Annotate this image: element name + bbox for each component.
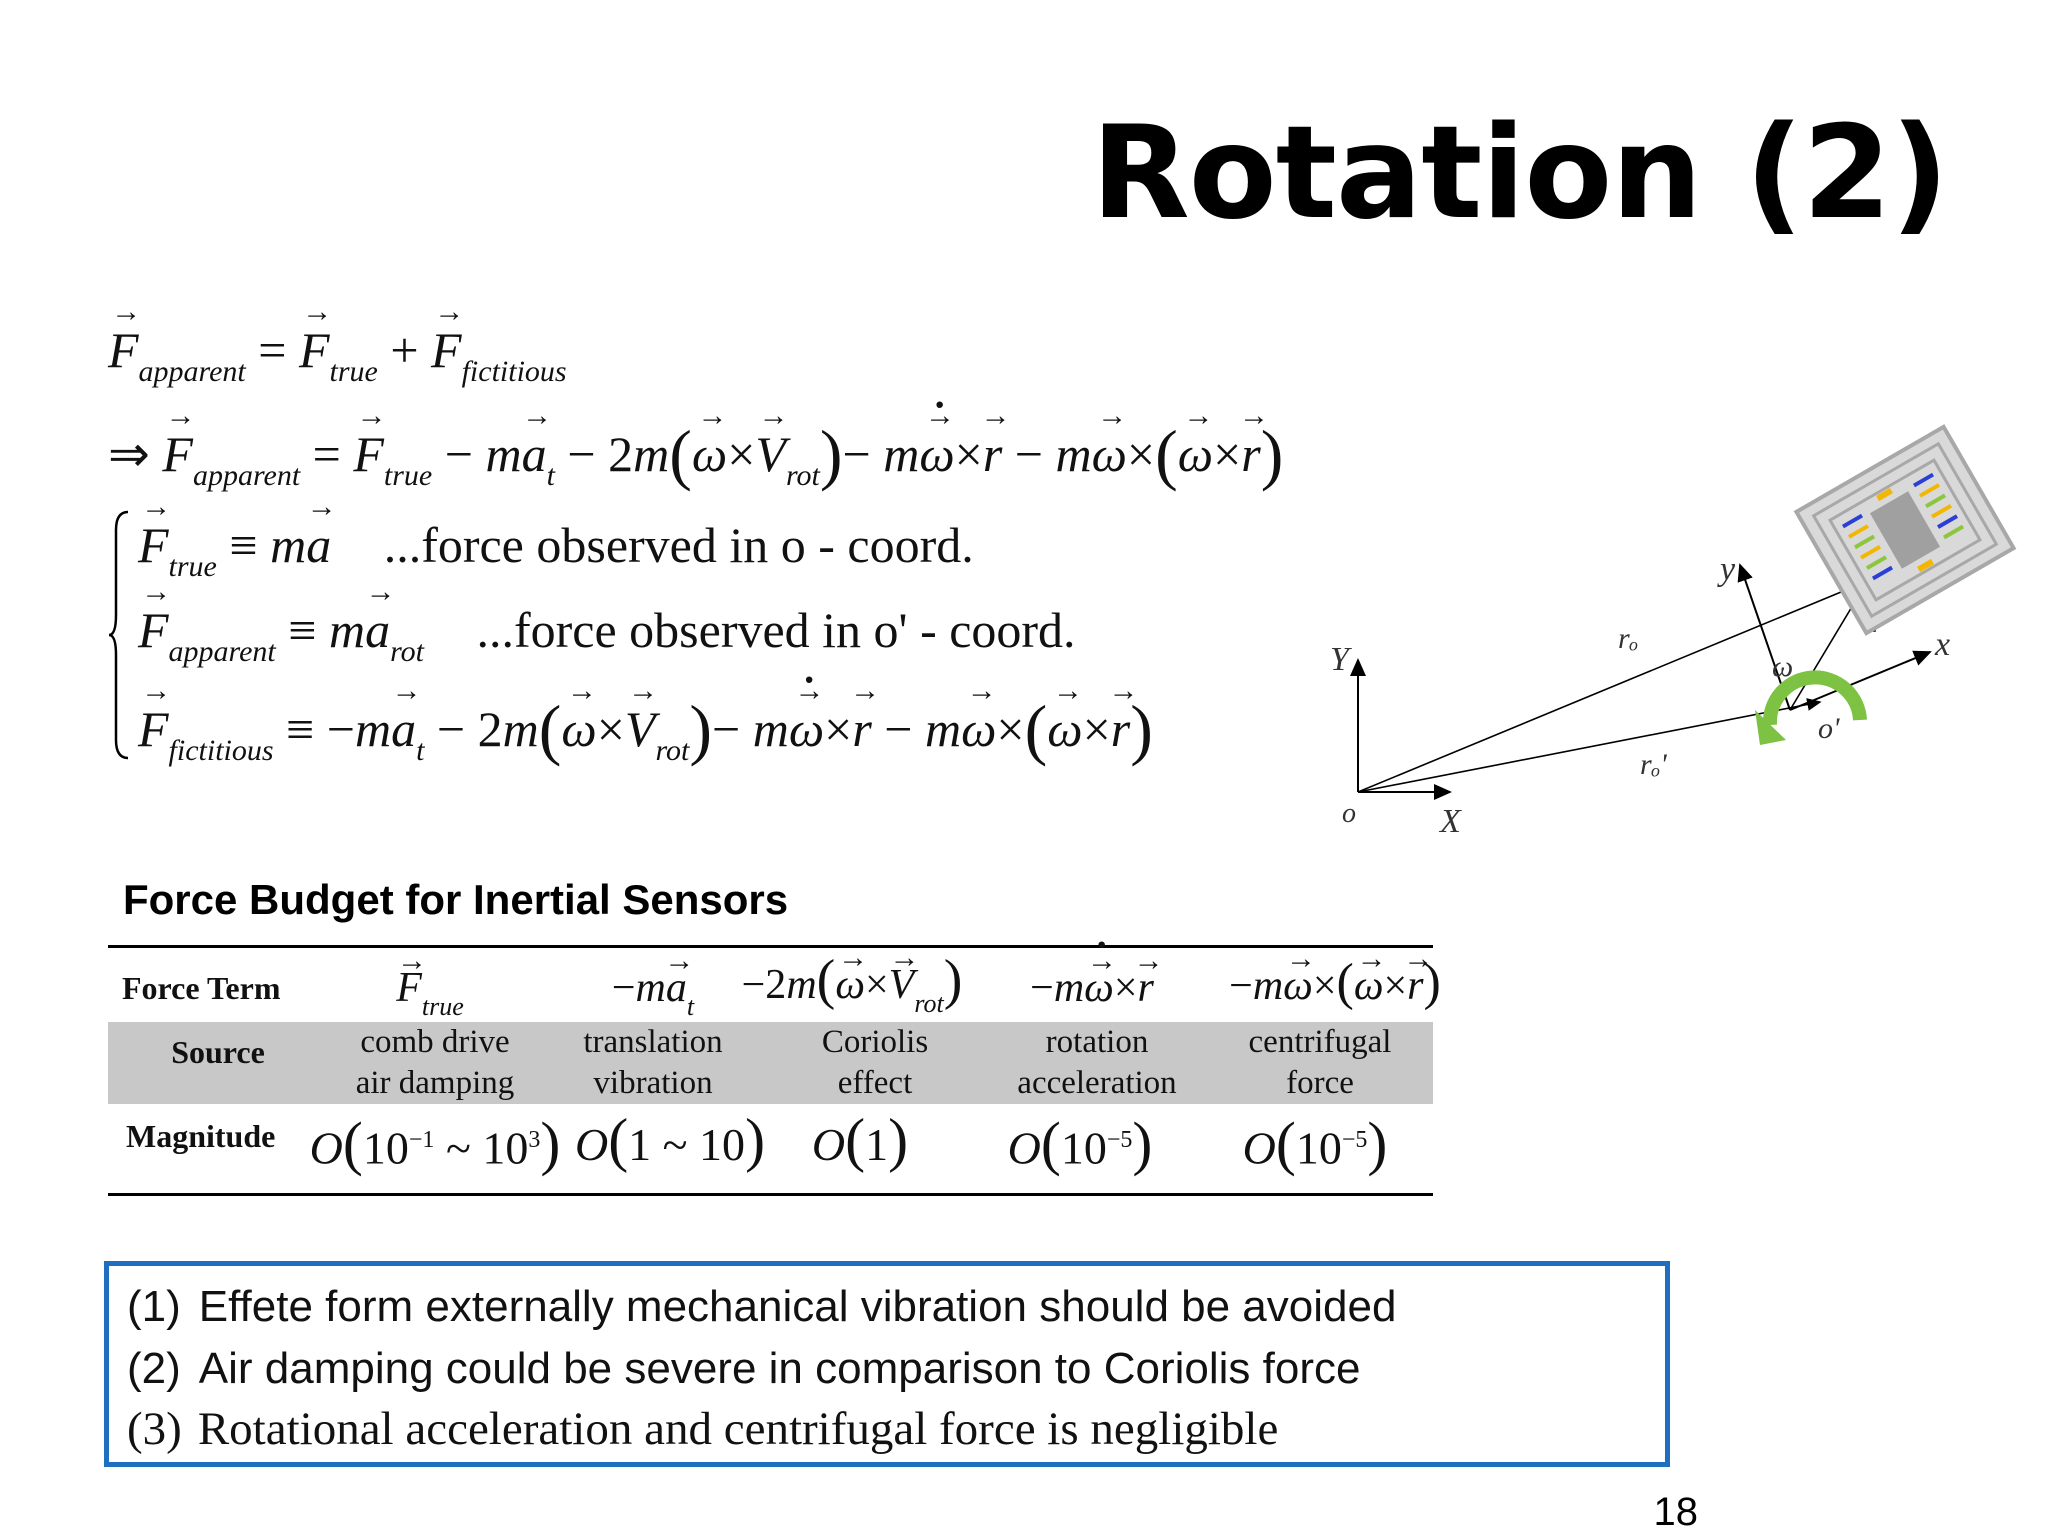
label-omega: ω (1772, 650, 1793, 683)
mems-gyroscope-chip-icon (1793, 424, 2017, 636)
equation-apparent-force-expansion: ⇒ Fapparent = Ftrue − mat − 2m(ω×Vrot)− … (108, 420, 1283, 491)
rotating-frame-diagram: Y X o rₒ rₒ' y x r ω o' (1330, 424, 2017, 840)
row-header-source: Source (171, 1034, 265, 1070)
vector-r-o (1357, 578, 1872, 793)
axis-label-X: X (1438, 803, 1462, 840)
table-source-row-shade (108, 1022, 1433, 1104)
conclusions-box (104, 1261, 1670, 1467)
row-header-magnitude: Magnitude (126, 1118, 276, 1154)
equation-apparent-force-note: ...force observed in o' - coord. (476, 602, 1076, 658)
magnitude-translation: O(1 ~ 10) (574, 1107, 766, 1173)
vector-r-o-prime (1357, 698, 1822, 793)
force-term-coriolis: −2m(ω×Vrot) (722, 952, 982, 1024)
note-item-1: (1)Effete form externally mechanical vib… (127, 1282, 1397, 1331)
equation-true-force-note: ...force observed in o - coord. (383, 517, 974, 573)
force-budget-title: Force Budget for Inertial Sensors (123, 876, 789, 923)
fixed-frame-axes (1350, 658, 1452, 800)
table-top-rule (108, 945, 1433, 948)
axis-label-Y: Y (1330, 641, 1352, 678)
equation-system-brace (108, 510, 129, 760)
magnitude-rotation: O(10−5) (1007, 1110, 1153, 1177)
force-term-centrifugal: −mω×(ω×r) (1200, 957, 1470, 1009)
force-term-translation: −mat (548, 967, 758, 1027)
magnitude-true: O(10−1 ~ 103) (309, 1110, 561, 1177)
row-header-force-term: Force Term (122, 970, 281, 1006)
note-item-3: (3)Rotational acceleration and centrifug… (127, 1403, 1279, 1455)
axis-label-x: x (1934, 626, 1950, 663)
table-bottom-rule (108, 1193, 1433, 1196)
equation-apparent-force: Fapparent ≡ marot ...force observed in o… (138, 605, 1076, 667)
magnitude-centrifugal: O(10−5) (1242, 1110, 1388, 1177)
equation-apparent-force-definition: Fapparent = Ftrue + Ffictitious (108, 325, 567, 387)
force-term-rotation: −mω×r (982, 967, 1202, 1009)
rotating-axis-x (1789, 650, 1932, 711)
rotation-arrow-icon (1755, 670, 1867, 745)
axis-label-y: y (1717, 551, 1736, 588)
origin-label-o: o (1342, 798, 1356, 829)
equation-true-force: Ftrue ≡ ma ...force observed in o - coor… (138, 520, 974, 582)
label-r-o: rₒ (1618, 622, 1638, 655)
force-term-true: Ftrue (320, 967, 540, 1027)
magnitude-coriolis: O(1) (811, 1107, 909, 1173)
equation-fictitious-force: Ffictitious ≡ −mat − 2m(ω×Vrot)− mω×r − … (138, 695, 1153, 766)
origin-label-o-prime: o' (1818, 712, 1840, 745)
note-item-2: (2)Air damping could be severe in compar… (127, 1344, 1361, 1393)
page-number: 18 (1653, 1490, 1699, 1534)
slide-title: Rotation (2) (1091, 99, 1949, 248)
label-r-o-prime: rₒ' (1640, 748, 1667, 781)
